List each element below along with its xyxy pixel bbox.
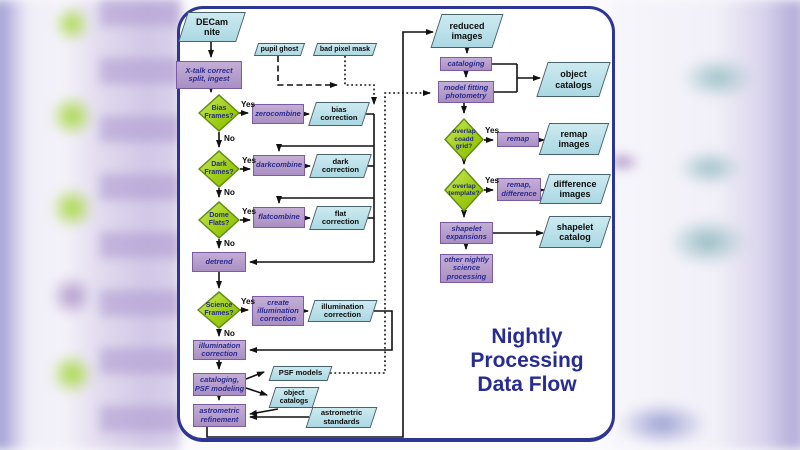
node-other-nightly-science-processing: other nightly science processing: [440, 254, 493, 283]
node-object-catalogs-right: object catalogs: [536, 62, 611, 97]
node-astrometric-standards: astrometric standards: [305, 407, 378, 428]
blurred-background-left-bands: [100, 0, 180, 450]
label-yes-coadd: Yes: [485, 126, 500, 135]
node-remap: remap: [497, 132, 539, 147]
node-remap-images: remap images: [538, 123, 610, 155]
label-yes-bias: Yes: [241, 100, 256, 109]
node-difference-images: difference images: [539, 174, 611, 204]
node-illumination-correction-output: illumination correction: [307, 300, 378, 322]
node-overlap-coadd-grid-decision: overlap coadd grid?: [444, 118, 484, 161]
label-yes-template: Yes: [485, 176, 500, 185]
node-create-illumination-correction: create illumination correction: [252, 296, 304, 326]
label-no-dark: No: [224, 188, 235, 197]
node-dark-frames-decision: Dark Frames?: [198, 150, 240, 188]
node-science-frames-decision: Science Frames?: [197, 291, 241, 329]
node-flat-correction: flat correction: [309, 206, 372, 230]
label-no-bias: No: [224, 134, 235, 143]
node-detrend: detrend: [192, 252, 246, 272]
node-bias-correction: bias correction: [308, 102, 370, 126]
node-zerocombine: zerocombine: [252, 104, 304, 124]
node-overlap-template-decision: overlap template?: [444, 168, 484, 212]
node-decam-nite: DECam nite: [178, 12, 246, 42]
node-cataloging: cataloging: [440, 57, 492, 71]
node-bias-frames-decision: Bias Frames?: [198, 94, 240, 132]
node-remap-difference: remap, difference: [497, 178, 541, 201]
node-shapelet-expansions: shapelet expansions: [440, 222, 493, 244]
node-pupil-ghost: pupil ghost: [253, 43, 306, 56]
node-psf-models: PSF models: [268, 366, 333, 381]
node-bad-pixel-mask: bad pixel mask: [312, 43, 378, 56]
node-reduced-images: reduced images: [430, 14, 504, 48]
label-yes-science: Yes: [241, 297, 256, 306]
node-shapelet-catalog: shapelet catalog: [538, 216, 612, 248]
node-dark-correction: dark correction: [309, 154, 372, 178]
label-no-science: No: [224, 329, 235, 338]
node-illumination-correction: illumination correction: [193, 340, 246, 360]
node-flatcombine: flatcombine: [253, 207, 305, 228]
node-dome-flats-decision: Dome Flats?: [198, 201, 240, 239]
node-model-fitting-photometry: model fitting photometry: [438, 81, 494, 103]
slide-title-line3: Data Flow: [477, 372, 577, 396]
node-object-catalogs-left: object catalogs: [268, 387, 320, 408]
slide-title-line1: Nightly: [491, 325, 563, 348]
node-astrometric-refinement: astrometric refinement: [193, 404, 246, 427]
node-darkcombine: darkcombine: [253, 155, 305, 176]
slide-title-line2: Processing: [470, 348, 584, 372]
label-yes-dome: Yes: [242, 207, 257, 216]
node-xtalk-correct-split-ingest: X-talk correct split, ingest: [176, 61, 242, 89]
label-no-dome: No: [224, 239, 235, 248]
slide-title: Nightly Processing Data Flow: [452, 325, 602, 397]
label-yes-dark: Yes: [242, 156, 257, 165]
blurred-background-right: [610, 0, 800, 450]
node-cataloging-psf-modeling: cataloging, PSF modeling: [193, 373, 246, 396]
